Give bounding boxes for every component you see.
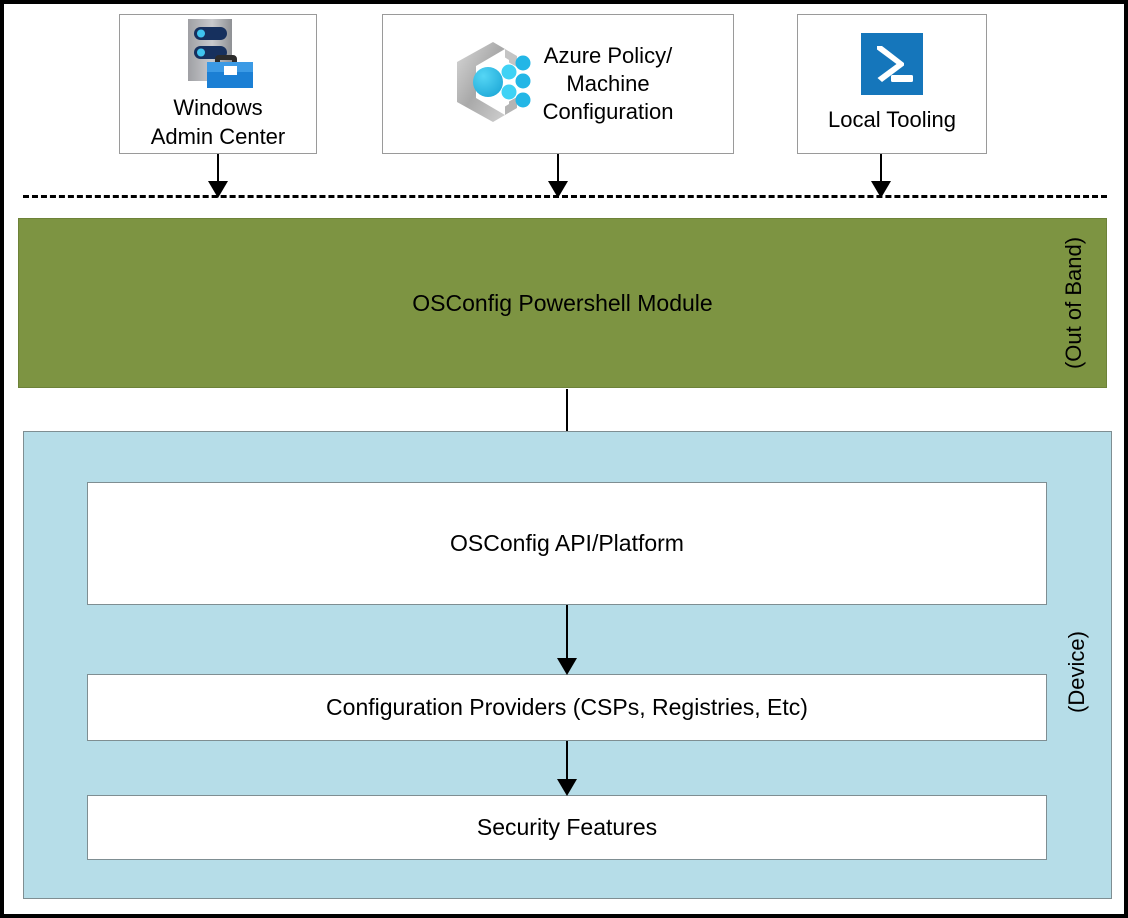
source-label-windows-admin-center: Windows Admin Center — [150, 95, 286, 149]
layer-box-osconfig-api-platform[interactable]: OSConfig API/Platform — [87, 482, 1047, 605]
arrow-azure-to-boundary — [548, 154, 568, 198]
powershell-icon — [861, 33, 923, 100]
layer-box-security-features[interactable]: Security Features — [87, 795, 1047, 860]
layer-label-configuration-providers: Configuration Providers (CSPs, Registrie… — [326, 694, 808, 720]
layer-label-security-features: Security Features — [476, 814, 658, 840]
out-of-band-band[interactable]: OSConfig Powershell Module — [18, 218, 1107, 388]
source-label-local-tooling: Local Tooling — [827, 107, 957, 133]
out-of-band-side-label: (Out of Band) — [1061, 236, 1087, 370]
arrow-wac-to-boundary — [208, 154, 228, 198]
arrow-local-to-boundary — [871, 154, 891, 198]
layer-box-configuration-providers[interactable]: Configuration Providers (CSPs, Registrie… — [87, 674, 1047, 741]
windows-admin-center-icon — [175, 17, 261, 94]
arrow-providers-to-security — [557, 741, 577, 796]
arrow-api-to-providers — [557, 605, 577, 675]
out-of-band-title: OSConfig Powershell Module — [412, 289, 713, 316]
layer-label-osconfig-api-platform: OSConfig API/Platform — [450, 530, 684, 556]
source-label-azure-policy: Azure Policy/ Machine Configuration — [542, 42, 674, 125]
source-box-azure-policy[interactable]: Azure Policy/ Machine Configuration — [382, 14, 734, 154]
out-of-band-boundary — [23, 195, 1107, 198]
device-side-label: (Device) — [1064, 630, 1089, 713]
source-box-local-tooling[interactable]: Local Tooling — [797, 14, 987, 154]
device-side-label-wrap: (Device) — [1047, 564, 1107, 779]
out-of-band-side-label-wrap: (Out of Band) — [1044, 218, 1104, 388]
azure-policy-icon — [443, 34, 539, 135]
source-box-windows-admin-center[interactable]: Windows Admin Center — [119, 14, 317, 154]
